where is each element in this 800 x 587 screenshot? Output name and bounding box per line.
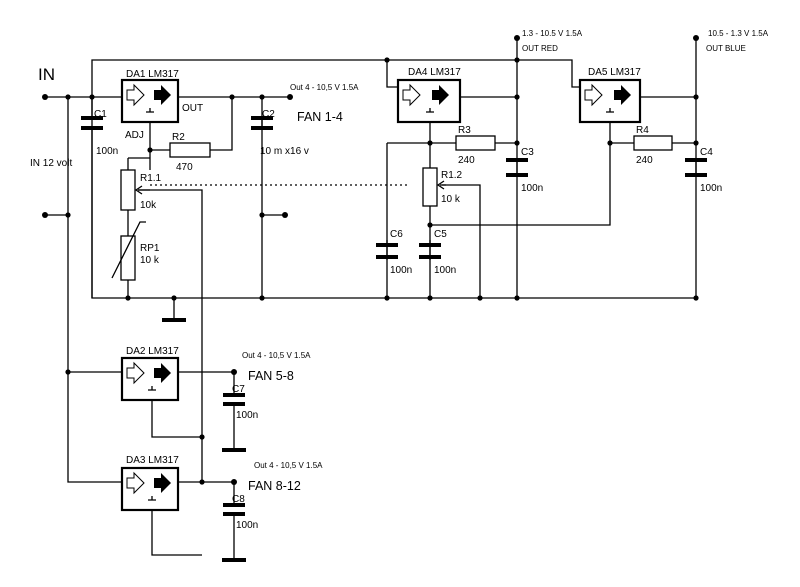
r12-name: R1.2 <box>441 170 463 181</box>
ground-symbols <box>162 318 246 562</box>
regulator-arrow-icons <box>126 83 631 495</box>
output-terminal <box>231 479 237 485</box>
da4-chip <box>396 78 462 124</box>
capacitors <box>81 116 707 516</box>
c2-name: C2 <box>262 109 275 120</box>
out-fan14-voltage: Out 4 - 10,5 V 1.5A <box>290 83 359 92</box>
output-terminal <box>282 212 288 218</box>
adj-label: ADJ <box>125 130 144 141</box>
c7-capacitor <box>223 393 245 406</box>
r11-value: 10k <box>140 200 157 211</box>
c7-name: C7 <box>232 384 245 395</box>
wires <box>45 38 697 560</box>
r2-resistor <box>169 142 211 158</box>
fan-5-8-label: FAN 5-8 <box>248 369 294 383</box>
out-blue-label: OUT BLUE <box>706 44 746 53</box>
da2-chip <box>120 356 180 402</box>
rp1-trimmer <box>120 235 136 281</box>
da5-label: DA5 LM317 <box>588 67 641 78</box>
r2-value: 470 <box>176 162 193 173</box>
fan-1-4-label: FAN 1-4 <box>297 110 343 124</box>
c7-value: 100n <box>236 410 258 421</box>
c5-name: C5 <box>434 229 447 240</box>
c8-value: 100n <box>236 520 258 531</box>
c6-capacitor <box>376 243 398 259</box>
input-terminal <box>42 94 48 100</box>
da3-chip <box>120 466 180 512</box>
r11-name: R1.1 <box>140 173 162 184</box>
r2-name: R2 <box>172 132 185 143</box>
output-terminal <box>231 369 237 375</box>
in-12-volt-label: IN 12 volt <box>30 158 72 169</box>
c8-name: C8 <box>232 494 245 505</box>
in-label: IN <box>38 65 55 84</box>
c4-capacitor <box>685 158 707 177</box>
c3-capacitor <box>506 158 528 177</box>
out-red-voltage: 1.3 - 10.5 V 1.5A <box>522 29 583 38</box>
r4-value: 240 <box>636 155 653 166</box>
da1-label: DA1 LM317 <box>126 69 179 80</box>
c2-value: 10 m x16 v <box>260 146 309 157</box>
r4-resistor <box>633 135 673 151</box>
c5-capacitor <box>419 243 441 259</box>
c3-value: 100n <box>521 183 543 194</box>
r11-potentiometer <box>120 169 136 211</box>
junction-dots <box>65 57 699 485</box>
c2-capacitor <box>251 116 273 130</box>
out-fan812-voltage: Out 4 - 10,5 V 1.5A <box>254 461 323 470</box>
fan-8-12-label: FAN 8-12 <box>248 479 301 493</box>
c5-value: 100n <box>434 265 456 276</box>
da4-label: DA4 LM317 <box>408 67 461 78</box>
r3-value: 240 <box>458 155 475 166</box>
c4-value: 100n <box>700 183 722 194</box>
c6-value: 100n <box>390 265 412 276</box>
da5-chip <box>578 78 642 124</box>
output-terminal <box>514 35 520 41</box>
c8-capacitor <box>223 503 245 516</box>
output-terminal <box>693 35 699 41</box>
c3-name: C3 <box>521 147 534 158</box>
regulators <box>120 78 642 512</box>
out-label: OUT <box>182 103 203 114</box>
rp1-name: RP1 <box>140 243 160 254</box>
rp1-value: 10 k <box>140 255 160 266</box>
output-terminal <box>287 94 293 100</box>
out-blue-voltage: 10.5 - 1.3 V 1.5A <box>708 29 769 38</box>
c6-name: C6 <box>390 229 403 240</box>
resistors <box>111 135 673 281</box>
c1-value: 100n <box>96 146 118 157</box>
da1-chip <box>120 78 180 124</box>
da2-label: DA2 LM317 <box>126 346 179 357</box>
input-terminal <box>42 212 48 218</box>
out-red-label: OUT RED <box>522 44 558 53</box>
out-fan58-voltage: Out 4 - 10,5 V 1.5A <box>242 351 311 360</box>
c1-name: C1 <box>94 109 107 120</box>
terminals <box>42 35 699 485</box>
r3-name: R3 <box>458 125 471 136</box>
r3-resistor <box>455 135 496 151</box>
r12-potentiometer <box>422 167 438 207</box>
c4-name: C4 <box>700 147 713 158</box>
da3-label: DA3 LM317 <box>126 455 179 466</box>
r4-name: R4 <box>636 125 649 136</box>
labels: IN IN 12 volt DA1 LM317 OUT ADJ Out 4 - … <box>30 29 769 531</box>
c1-capacitor <box>81 116 103 130</box>
r12-value: 10 k <box>441 194 461 205</box>
